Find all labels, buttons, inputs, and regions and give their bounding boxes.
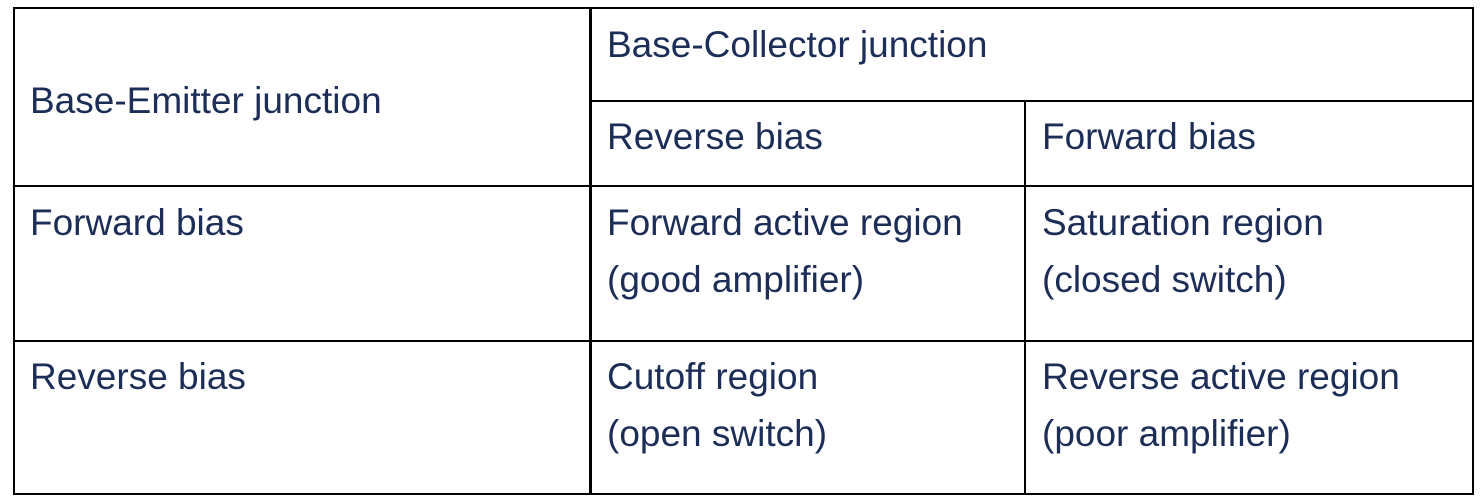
cell-reverse-active-note: (poor amplifier) bbox=[1042, 413, 1291, 454]
row-divider bbox=[13, 340, 1474, 342]
cell-forward-active-note: (good amplifier) bbox=[607, 259, 865, 300]
cell-forward-active-region: Forward active region bbox=[607, 202, 963, 243]
column-header-forward-bias: Forward bias bbox=[1042, 116, 1256, 157]
row-label-reverse-bias: Reverse bias bbox=[30, 356, 246, 397]
cell-saturation-note: (closed switch) bbox=[1042, 259, 1287, 300]
table-border-bottom bbox=[13, 493, 1474, 495]
header-bottom-divider bbox=[13, 185, 1474, 187]
column-divider-1 bbox=[589, 7, 592, 495]
column-divider-2 bbox=[1024, 101, 1026, 495]
cell-reverse-active-region: Reverse active region bbox=[1042, 356, 1400, 397]
table-border-left bbox=[13, 7, 15, 495]
row-header-base-emitter: Base-Emitter junction bbox=[30, 80, 382, 121]
table-border-top bbox=[13, 7, 1474, 9]
group-header-base-collector: Base-Collector junction bbox=[607, 24, 988, 65]
header-subdivider bbox=[589, 100, 1474, 102]
column-header-reverse-bias: Reverse bias bbox=[607, 116, 823, 157]
cell-cutoff-note: (open switch) bbox=[607, 413, 828, 454]
row-label-forward-bias: Forward bias bbox=[30, 202, 244, 243]
cell-saturation-region: Saturation region bbox=[1042, 202, 1324, 243]
table-border-right bbox=[1472, 7, 1474, 495]
cell-cutoff-region: Cutoff region bbox=[607, 356, 819, 397]
